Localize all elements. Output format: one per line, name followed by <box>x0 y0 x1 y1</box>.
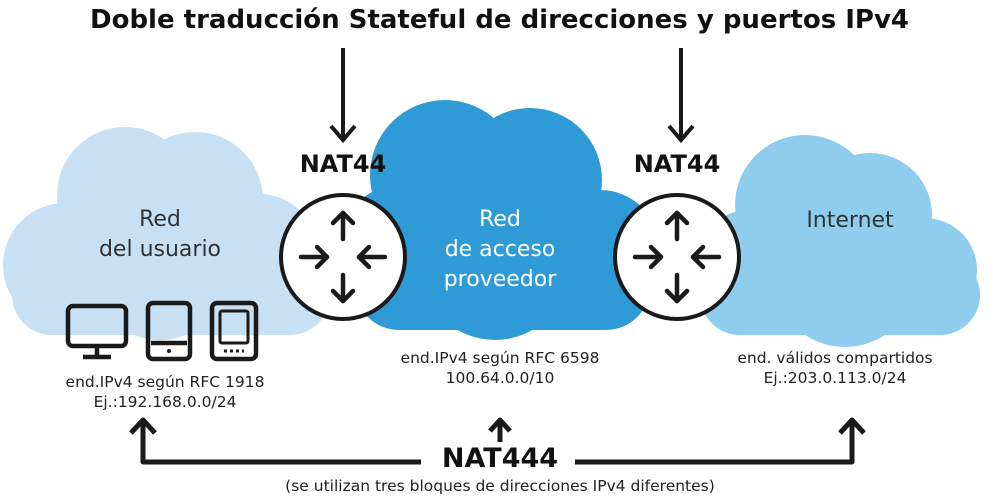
nat-left-label: NAT44 <box>299 150 387 178</box>
user-network-label: Red del usuario <box>70 205 250 265</box>
router-icon <box>613 193 741 321</box>
arrow-to-right-nat <box>667 48 695 144</box>
internet-line1: Internet <box>806 208 894 233</box>
user-network-line1: Red <box>139 207 181 232</box>
provider-network-label: Red de acceso proveedor <box>415 205 585 295</box>
internet-label: Internet <box>770 206 930 236</box>
provider-address-line1: end.IPv4 según RFC 6598 <box>400 349 600 367</box>
user-address-text: end.IPv4 según RFC 1918 Ej.:192.168.0.0/… <box>20 372 310 412</box>
footnote: (se utilizan tres bloques de direcciones… <box>285 477 715 495</box>
provider-network-line1: Red <box>479 207 521 232</box>
provider-address-text: end.IPv4 según RFC 6598 100.64.0.0/10 <box>355 348 645 388</box>
tablet-icon <box>145 300 193 362</box>
user-address-line1: end.IPv4 según RFC 1918 <box>65 373 265 391</box>
nat444-label: NAT444 <box>441 443 559 474</box>
user-network-cloud <box>3 127 330 340</box>
user-address-line2: Ej.:192.168.0.0/24 <box>93 393 237 411</box>
internet-address-text: end. válidos compartidos Ej.:203.0.113.0… <box>690 348 980 388</box>
diagram-title: Doble traducción Stateful de direcciones… <box>90 5 909 35</box>
provider-address-line2: 100.64.0.0/10 <box>445 369 555 387</box>
monitor-icon <box>65 303 129 360</box>
nat-right-label: NAT44 <box>633 150 721 178</box>
phone-icon <box>209 300 259 362</box>
arrow-to-left-nat <box>329 48 357 144</box>
internet-address-line2: Ej.:203.0.113.0/24 <box>763 369 907 387</box>
internet-address-line1: end. válidos compartidos <box>737 349 933 367</box>
provider-network-line3: proveedor <box>443 267 557 292</box>
nat444-bracket <box>129 417 866 465</box>
router-icon <box>279 193 407 321</box>
provider-network-line2: de acceso <box>444 237 556 262</box>
user-network-line2: del usuario <box>98 237 222 262</box>
